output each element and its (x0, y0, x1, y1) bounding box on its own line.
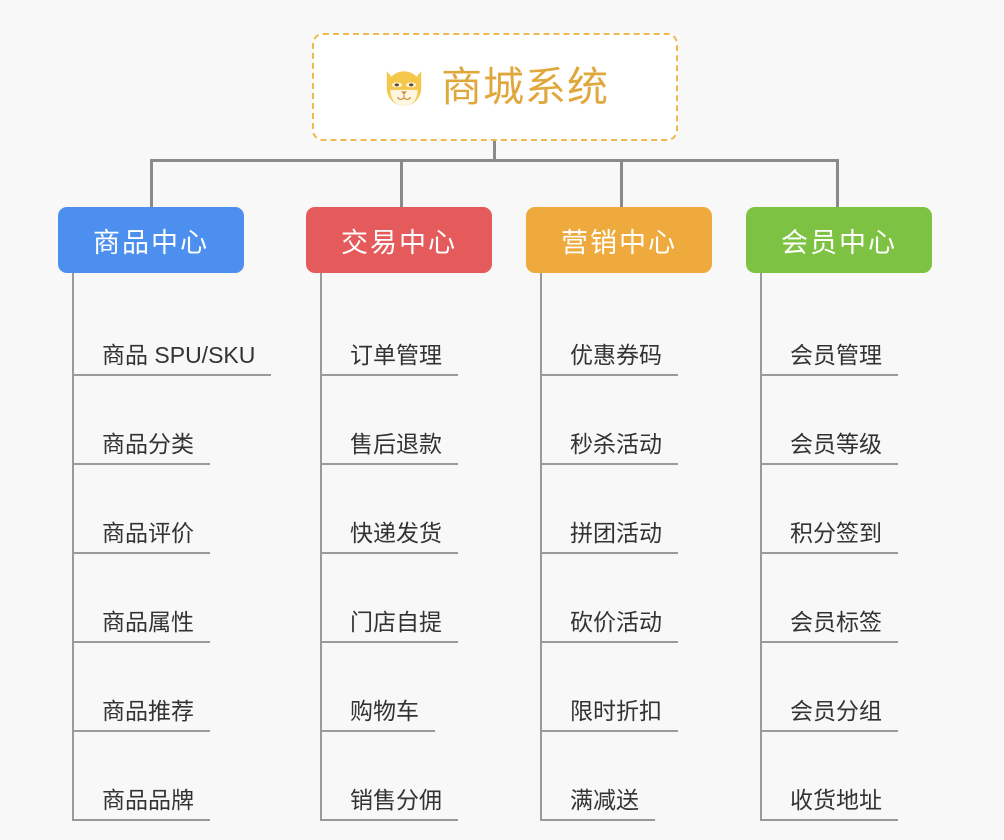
leaf-label: 订单管理 (320, 342, 458, 376)
leaf-label: 收货地址 (760, 787, 898, 821)
branch-header-label-4: 会员中心 (781, 227, 897, 258)
list-item[interactable]: 会员标签 (760, 554, 932, 643)
leaf-label: 会员标签 (760, 609, 898, 643)
leaf-list-3: 优惠券码 秒杀活动 拼团活动 砍价活动 限时折扣 满减送 (540, 273, 712, 821)
leaf-label: 拼团活动 (540, 520, 678, 554)
list-item[interactable]: 商品品牌 (72, 732, 271, 821)
leaf-list-2: 订单管理 售后退款 快递发货 门店自提 购物车 销售分佣 (320, 273, 492, 821)
leaf-label: 砍价活动 (540, 609, 678, 643)
list-item[interactable]: 收货地址 (760, 732, 932, 821)
branch-header-3[interactable]: 营销中心 (526, 207, 712, 273)
list-item[interactable]: 购物车 (320, 643, 492, 732)
leaf-label: 商品推荐 (72, 698, 210, 732)
shiba-dog-face-icon (386, 71, 422, 106)
leaf-label: 限时折扣 (540, 698, 678, 732)
list-item[interactable]: 商品属性 (72, 554, 271, 643)
branch-header-2[interactable]: 交易中心 (306, 207, 492, 273)
list-item[interactable]: 会员等级 (760, 376, 932, 465)
leaf-label: 会员管理 (760, 342, 898, 376)
list-item[interactable]: 积分签到 (760, 465, 932, 554)
list-item[interactable]: 会员分组 (760, 643, 932, 732)
list-item[interactable]: 会员管理 (760, 287, 932, 376)
leaf-label: 秒杀活动 (540, 431, 678, 465)
branch-header-label-2: 交易中心 (341, 227, 457, 258)
connector-branch-1 (150, 159, 153, 208)
connector-branch-3 (620, 159, 623, 208)
branch-header-label-1: 商品中心 (93, 227, 209, 258)
leaf-label: 门店自提 (320, 609, 458, 643)
leaf-label: 商品分类 (72, 431, 210, 465)
branch-header-4[interactable]: 会员中心 (746, 207, 932, 273)
list-item[interactable]: 拼团活动 (540, 465, 712, 554)
leaf-label: 售后退款 (320, 431, 458, 465)
leaf-list-1: 商品 SPU/SKU 商品分类 商品评价 商品属性 商品推荐 商品品牌 (72, 273, 272, 821)
branch-header-1[interactable]: 商品中心 (58, 207, 244, 273)
connector-horizontal-bus (150, 159, 839, 162)
list-item[interactable]: 快递发货 (320, 465, 492, 554)
list-item[interactable]: 限时折扣 (540, 643, 712, 732)
list-item[interactable]: 门店自提 (320, 554, 492, 643)
list-item[interactable]: 秒杀活动 (540, 376, 712, 465)
connector-root-stem (493, 141, 496, 162)
list-item[interactable]: 商品分类 (72, 376, 271, 465)
leaf-label: 购物车 (320, 698, 435, 732)
branch-column-3: 营销中心 优惠券码 秒杀活动 拼团活动 砍价活动 限时折扣 满减送 (526, 207, 712, 821)
list-item[interactable]: 商品推荐 (72, 643, 271, 732)
list-item[interactable]: 满减送 (540, 732, 712, 821)
leaf-label: 会员等级 (760, 431, 898, 465)
leaf-label: 销售分佣 (320, 787, 458, 821)
leaf-label: 会员分组 (760, 698, 898, 732)
branch-column-4: 会员中心 会员管理 会员等级 积分签到 会员标签 会员分组 收货地址 (746, 207, 932, 821)
list-item[interactable]: 砍价活动 (540, 554, 712, 643)
leaf-list-4: 会员管理 会员等级 积分签到 会员标签 会员分组 收货地址 (760, 273, 932, 821)
list-item[interactable]: 订单管理 (320, 287, 492, 376)
list-item[interactable]: 销售分佣 (320, 732, 492, 821)
leaf-label: 商品 SPU/SKU (72, 342, 272, 376)
list-item[interactable]: 售后退款 (320, 376, 492, 465)
leaf-label: 优惠券码 (540, 342, 678, 376)
list-item[interactable]: 优惠券码 (540, 287, 712, 376)
branch-header-label-3: 营销中心 (561, 227, 677, 258)
root-title: 商城系统 (441, 63, 609, 110)
connector-branch-4 (836, 159, 839, 208)
connector-branch-2 (400, 159, 403, 208)
leaf-label: 快递发货 (320, 520, 458, 554)
branch-column-2: 交易中心 订单管理 售后退款 快递发货 门店自提 购物车 销售分佣 (306, 207, 492, 821)
root-node-shopping-mall-system[interactable]: 商城系统 (312, 33, 678, 141)
leaf-label: 商品评价 (72, 520, 210, 554)
leaf-label: 商品属性 (72, 609, 210, 643)
leaf-label: 商品品牌 (72, 787, 210, 821)
branch-column-1: 商品中心 商品 SPU/SKU 商品分类 商品评价 商品属性 商品推荐 商品品牌 (58, 207, 272, 821)
leaf-label: 积分签到 (760, 520, 898, 554)
leaf-label: 满减送 (540, 787, 655, 821)
list-item[interactable]: 商品评价 (72, 465, 271, 554)
list-item[interactable]: 商品 SPU/SKU (72, 287, 272, 376)
